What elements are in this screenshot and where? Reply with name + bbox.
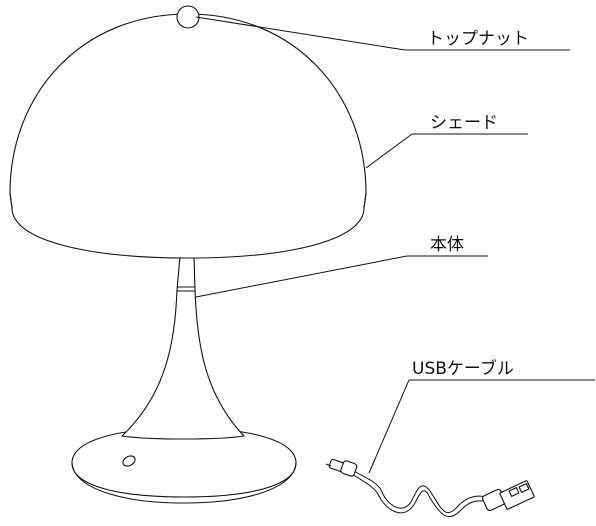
dc-plug — [325, 458, 358, 477]
usb-cable-drawing — [325, 458, 535, 518]
usb-a-plug — [481, 480, 535, 512]
lamp-base — [71, 427, 297, 504]
top-nut-label: トップナット — [427, 29, 529, 49]
lamp-shade — [9, 13, 367, 259]
usb-cable-label: USBケーブル — [412, 358, 514, 379]
leader-lines — [195, 16, 595, 474]
body-label: 本体 — [430, 235, 464, 255]
shade-label: シェード — [430, 113, 498, 133]
top-nut — [176, 5, 200, 29]
lamp-stem — [121, 255, 245, 440]
switch-button — [122, 455, 136, 467]
